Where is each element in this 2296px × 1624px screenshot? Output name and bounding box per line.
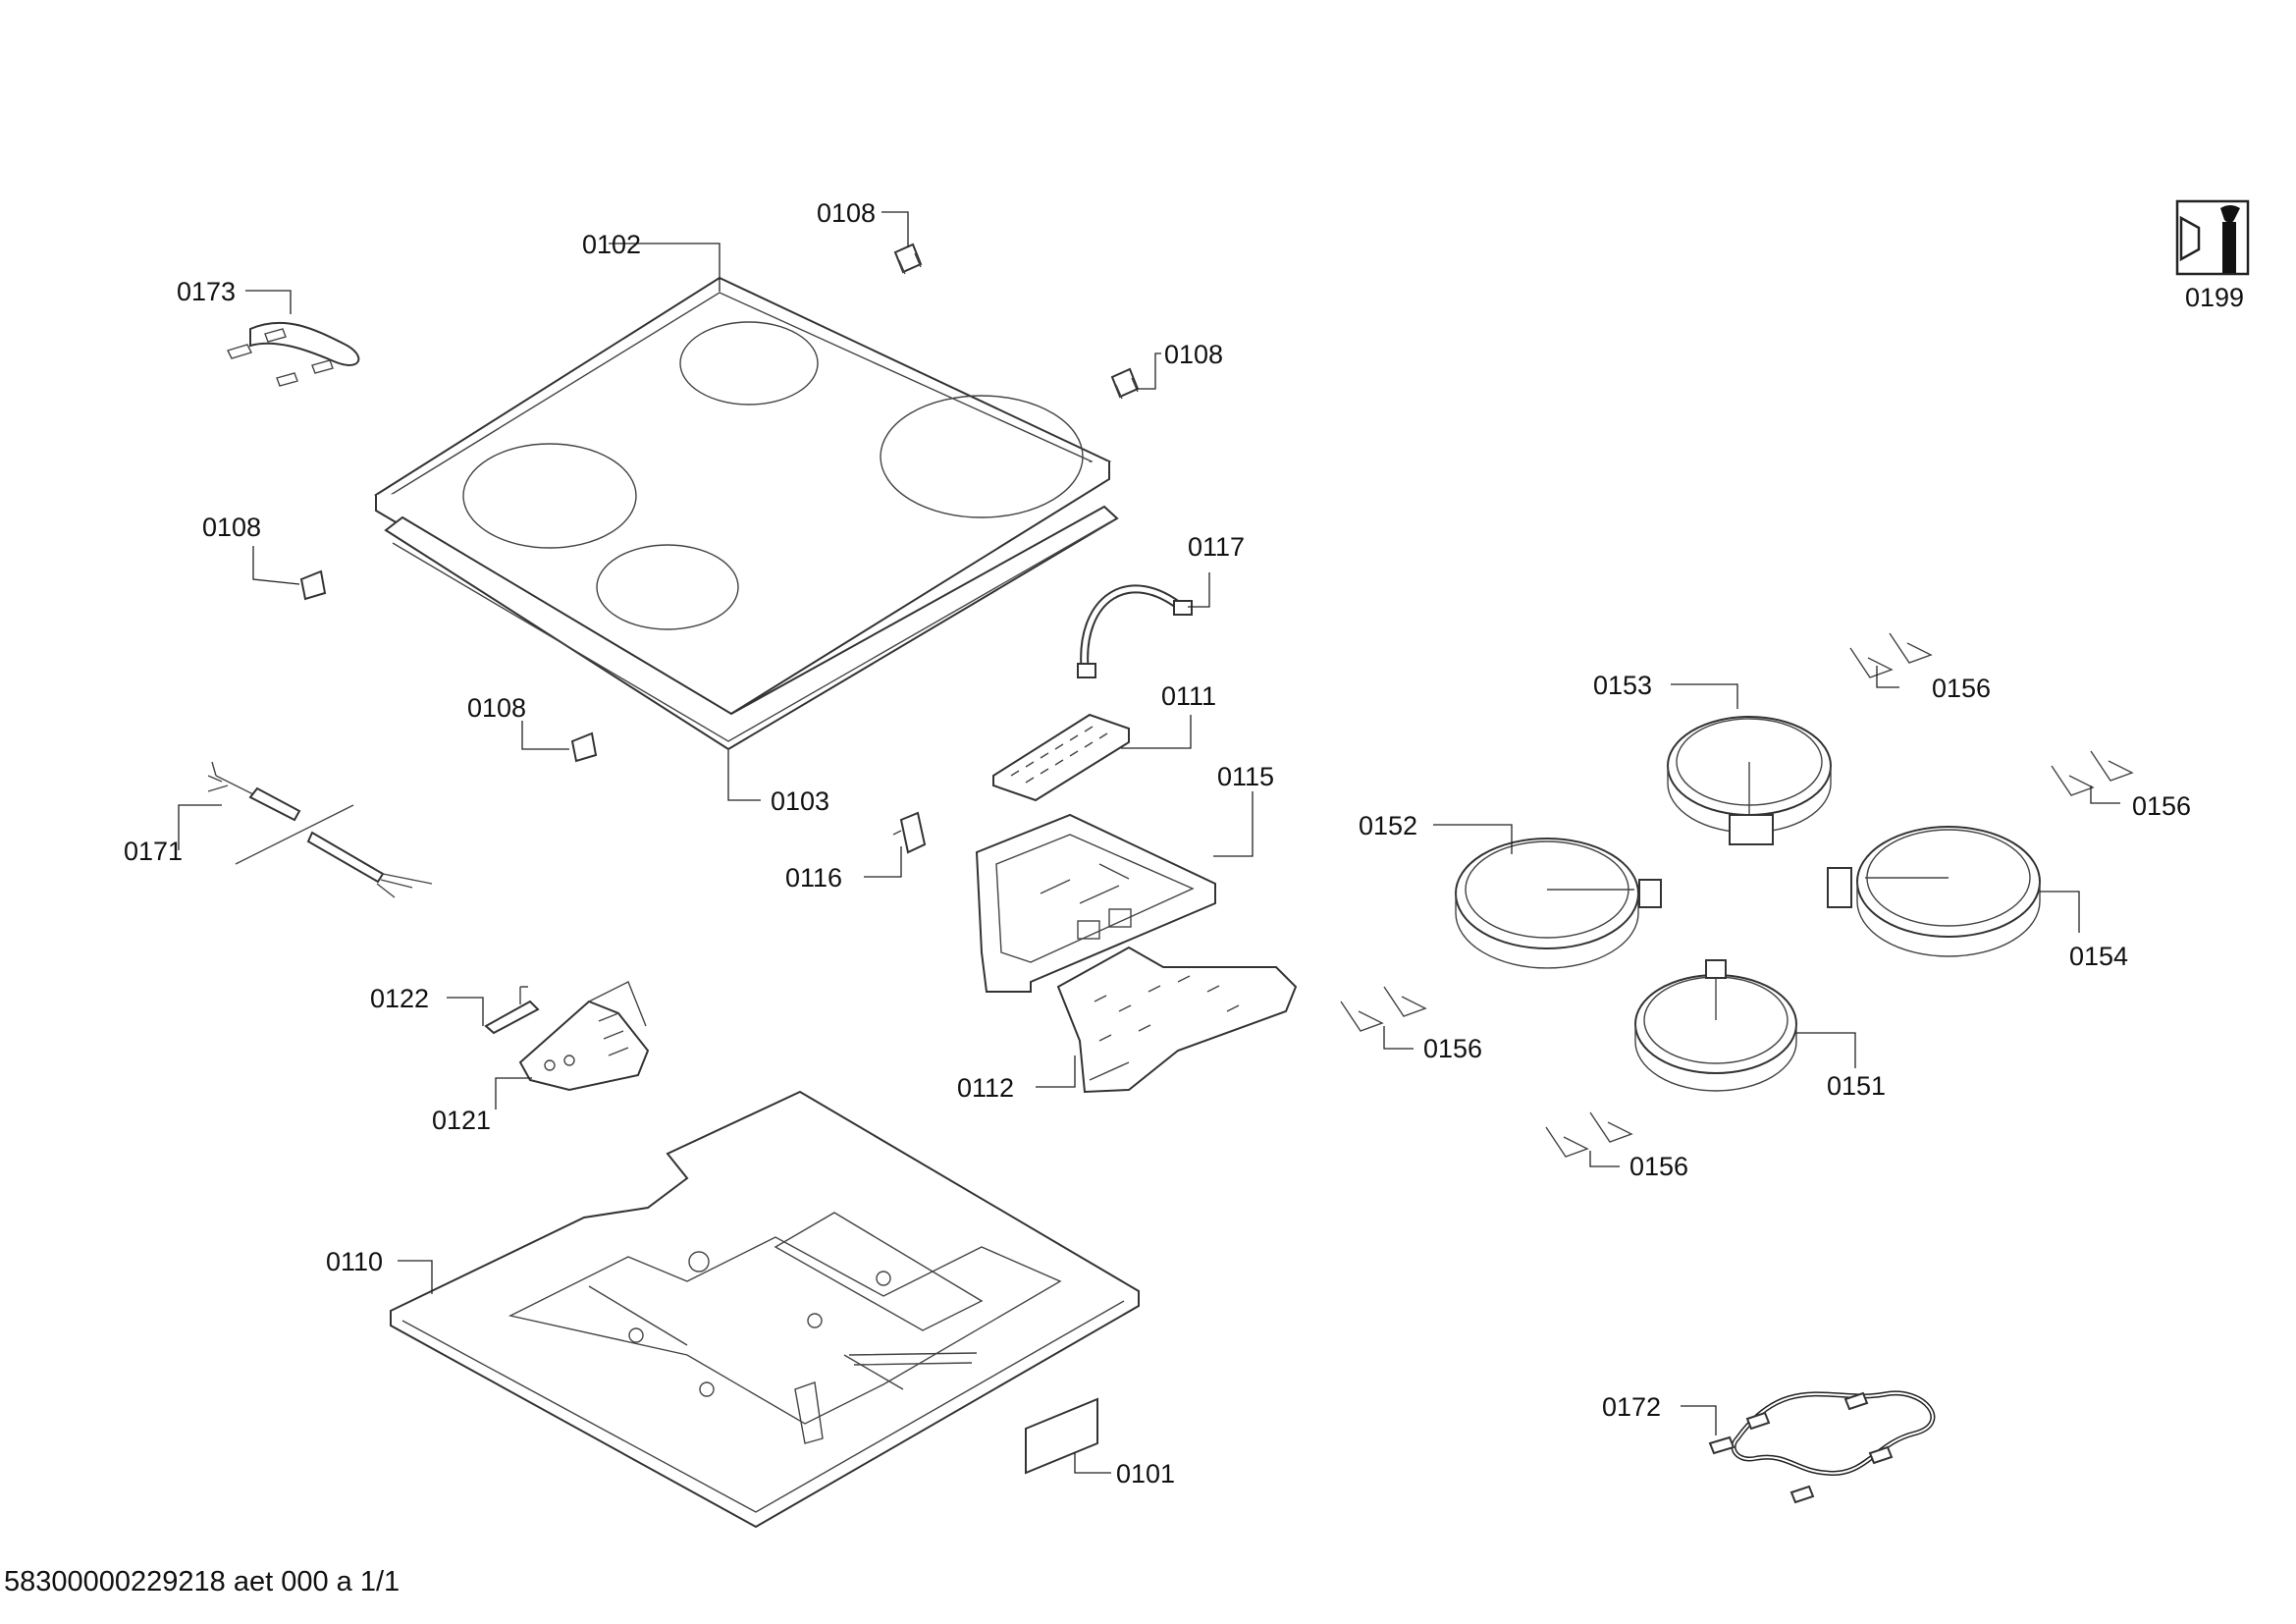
label-0156-c: 0156 (1423, 1034, 1482, 1063)
radiant-heater-0153 (1667, 716, 1832, 845)
label-0108-d: 0108 (467, 693, 526, 723)
bottom-tray-0110 (390, 1090, 1140, 1529)
housing-frame-0115 (975, 813, 1216, 993)
ceramic-hob-glass (374, 276, 1112, 719)
radiant-heater-0154 (1827, 826, 2041, 957)
label-0117: 0117 (1188, 532, 1245, 562)
wrench-nut-icon (2175, 199, 2250, 276)
label-0110: 0110 (326, 1247, 383, 1276)
radiant-heater-0151 (1634, 959, 1797, 1092)
label-0152: 0152 (1359, 811, 1417, 840)
label-0115: 0115 (1217, 762, 1274, 791)
radiant-heater-0152 (1455, 838, 1662, 969)
control-keypad-0111 (992, 713, 1130, 802)
label-0102: 0102 (582, 230, 641, 259)
power-board-0112 (1056, 946, 1298, 1094)
hob-frame-seal (384, 505, 1119, 751)
label-0153: 0153 (1593, 671, 1652, 700)
label-0151: 0151 (1827, 1071, 1886, 1101)
clip-0108-top (893, 243, 923, 275)
terminal-block-0121 (518, 981, 650, 1092)
label-0108-b: 0108 (1164, 340, 1223, 369)
label-0172: 0172 (1602, 1392, 1661, 1422)
label-0111: 0111 (1161, 681, 1216, 711)
clip-0108-right (1110, 367, 1140, 400)
rating-label-0101 (1025, 1397, 1098, 1475)
clip-0108-mid (570, 731, 598, 763)
wiring-harness-0172 (1708, 1390, 1936, 1504)
label-0173: 0173 (177, 277, 236, 306)
label-0103: 0103 (771, 786, 829, 816)
terminal-plate-0122 (484, 986, 540, 1035)
label-0199: 0199 (2185, 283, 2244, 312)
label-0154: 0154 (2069, 942, 2128, 971)
ribbon-cable-0117 (1077, 584, 1193, 678)
cable-set-0173 (227, 321, 360, 387)
label-0108-c: 0108 (202, 513, 261, 542)
label-0108-a: 0108 (817, 198, 876, 228)
clip-0108-left (299, 569, 327, 601)
label-0156-d: 0156 (1629, 1152, 1688, 1181)
label-0101: 0101 (1116, 1459, 1175, 1489)
mains-cable-0171 (207, 761, 433, 898)
spring-clips-0156-d (1545, 1111, 1633, 1158)
label-0116: 0116 (785, 863, 842, 893)
drawing-reference: 58300000229218 aet 000 a 1/1 (4, 1566, 400, 1597)
label-0122: 0122 (370, 984, 429, 1013)
label-0156-b: 0156 (2132, 791, 2191, 821)
spring-clips-0156-a (1849, 632, 1933, 678)
label-0112: 0112 (957, 1073, 1014, 1103)
label-0121: 0121 (432, 1106, 491, 1135)
bracket-0116 (892, 811, 927, 854)
label-0156-a: 0156 (1932, 674, 1991, 703)
spring-clips-0156-c (1340, 986, 1427, 1032)
spring-clips-0156-b (2051, 750, 2134, 796)
label-0171: 0171 (124, 837, 183, 866)
